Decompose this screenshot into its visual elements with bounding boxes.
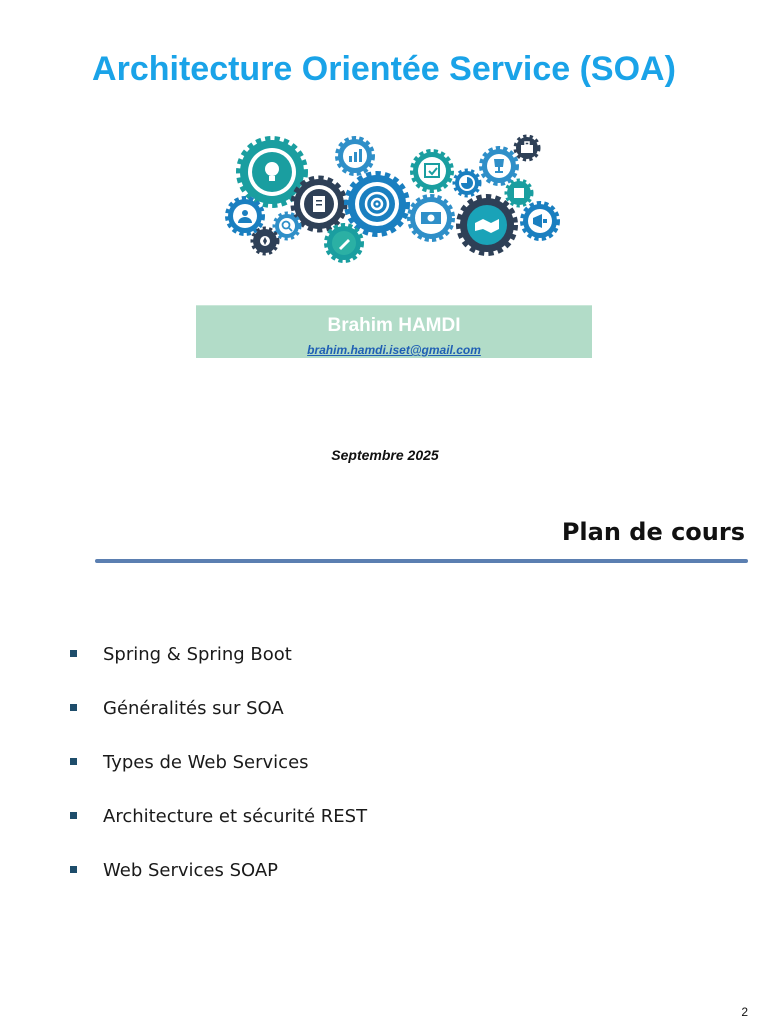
briefcase-icon	[521, 141, 533, 153]
gear-illustration-blue	[335, 136, 375, 176]
pie-chart-icon	[461, 177, 473, 189]
square-bullet-icon	[70, 866, 77, 873]
gear-illustration-money	[407, 194, 455, 242]
puzzle-icon	[514, 188, 524, 198]
page-number: 2	[741, 1005, 748, 1019]
author-name: Brahim HAMDI	[327, 315, 461, 336]
author-box: Brahim HAMDI brahim.hamdi.iset@gmail.com	[196, 305, 592, 358]
outline-item-label: Spring & Spring Boot	[103, 644, 292, 665]
megaphone-icon	[533, 214, 547, 228]
gear-illustration-megaphone	[520, 201, 560, 241]
compass-icon	[260, 236, 270, 246]
handshake-icon	[475, 219, 499, 233]
gears-illustration	[225, 134, 560, 263]
gear-illustration-briefcase	[513, 134, 541, 162]
list-item: Web Services SOAP	[70, 859, 367, 913]
gear-illustration-handshake	[456, 194, 518, 256]
outline-item-label: Architecture et sécurité REST	[103, 806, 368, 827]
slide-date: Septembre 2025	[331, 447, 439, 463]
square-bullet-icon	[70, 758, 77, 765]
trophy-icon	[494, 159, 504, 173]
team-icon	[238, 210, 252, 223]
gear-illustration-teal	[236, 136, 308, 208]
search-icon	[281, 220, 293, 232]
gear-illustration-pencil	[324, 223, 364, 263]
outline-item-label: Web Services SOAP	[103, 860, 279, 881]
gear-illustration-center	[344, 171, 410, 237]
plan-title: Plan de cours	[561, 518, 745, 546]
pencil-icon	[339, 239, 350, 250]
outline-item-label: Généralités sur SOA	[103, 698, 284, 719]
gear-illustration-puzzle	[504, 178, 534, 208]
gear-illustration-compass	[250, 226, 280, 256]
list-item: Architecture et sécurité REST	[70, 805, 367, 859]
gear-illustration-small-teal	[410, 149, 454, 193]
list-item: Généralités sur SOA	[70, 697, 367, 751]
gear-illustration-search	[272, 211, 302, 241]
plan-divider	[95, 559, 748, 563]
course-outline-list: Spring & Spring Boot Généralités sur SOA…	[70, 643, 367, 913]
money-icon	[421, 212, 441, 224]
square-bullet-icon	[70, 812, 77, 819]
gear-illustration-trophy	[479, 146, 519, 186]
slide-title: Architecture Orientée Service (SOA)	[92, 50, 676, 88]
target-icon	[364, 191, 390, 217]
bar-chart-icon	[349, 149, 362, 162]
gear-illustration-pie	[452, 168, 482, 198]
list-item: Types de Web Services	[70, 751, 367, 805]
gear-illustration-team	[225, 196, 265, 236]
square-bullet-icon	[70, 650, 77, 657]
lightbulb-icon	[265, 162, 279, 181]
outline-item-label: Types de Web Services	[103, 752, 309, 773]
gear-illustration-navy	[290, 175, 348, 233]
calendar-check-icon	[424, 163, 440, 178]
list-item: Spring & Spring Boot	[70, 643, 367, 697]
square-bullet-icon	[70, 704, 77, 711]
author-email-link[interactable]: brahim.hamdi.iset@gmail.com	[307, 343, 481, 357]
document-icon	[313, 196, 325, 212]
